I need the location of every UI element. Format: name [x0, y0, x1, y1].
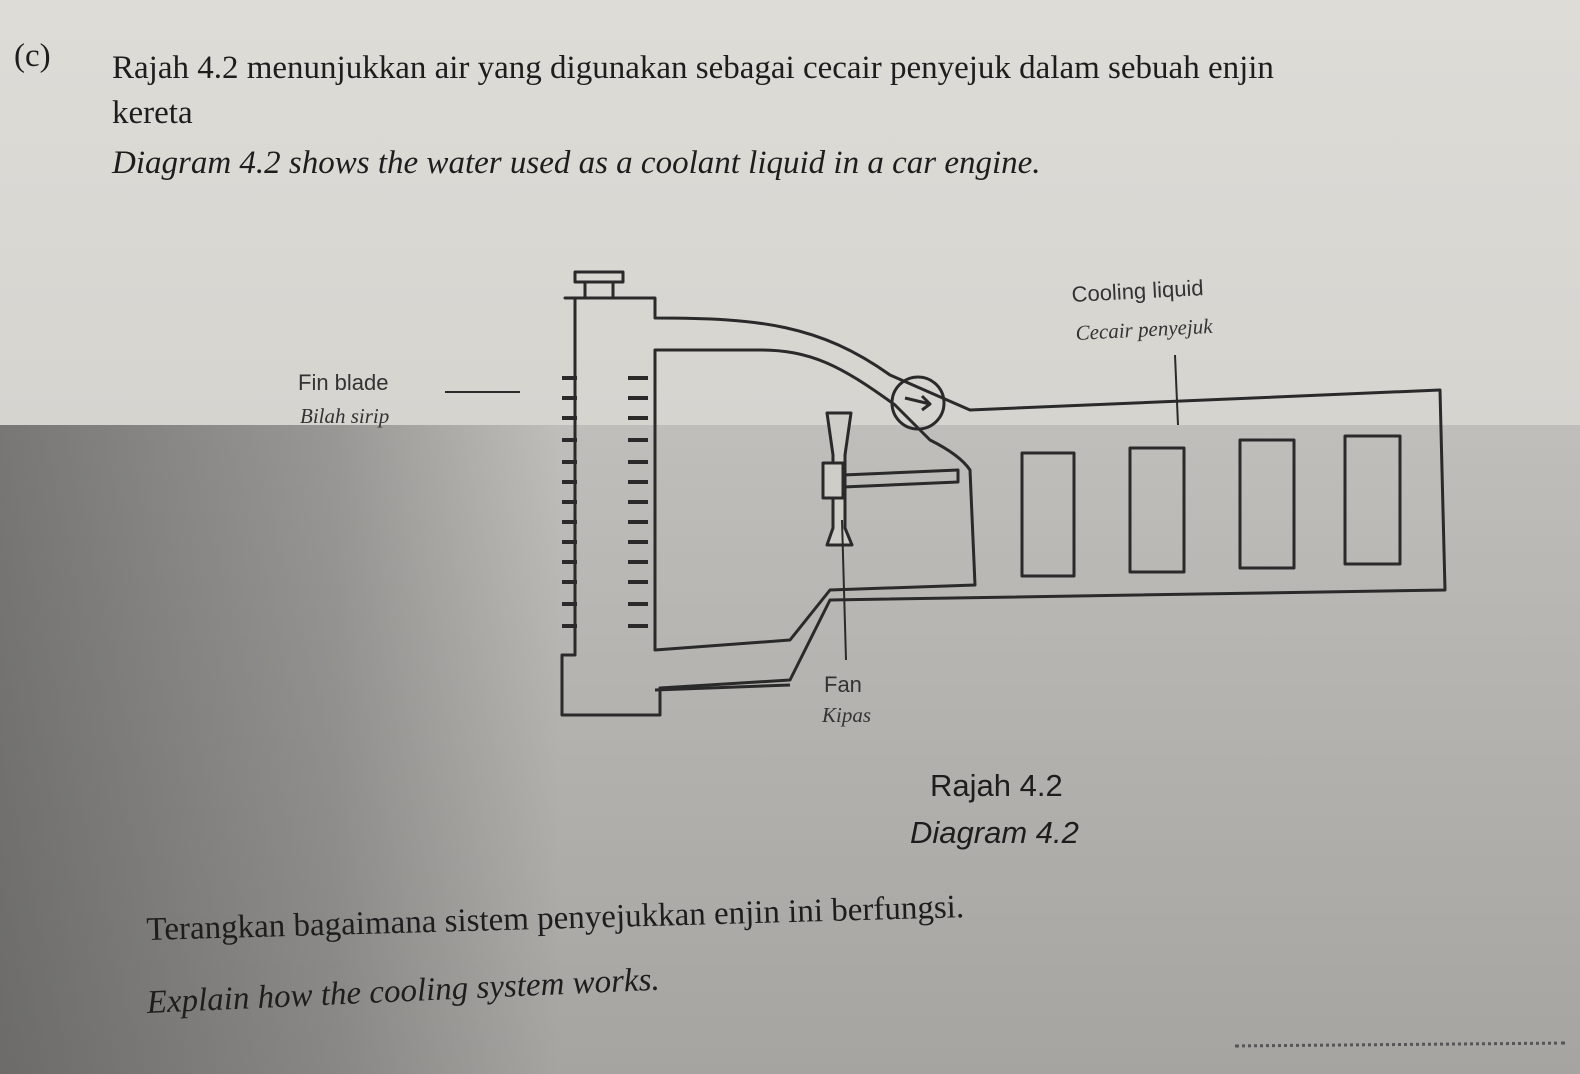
cylinder-4	[1343, 434, 1402, 566]
label-fan-en: Fan	[824, 672, 862, 697]
fin-blades	[562, 376, 648, 628]
label-fin-blade-en: Fin blade	[298, 370, 389, 395]
water-pump	[890, 375, 946, 431]
leader-fan	[841, 519, 847, 661]
label-cooling-liquid-en: Cooling liquid	[1071, 275, 1204, 307]
question-label: (c)	[14, 38, 51, 74]
cylinder-1	[1020, 451, 1076, 578]
cylinder-2	[1128, 446, 1186, 574]
diagram-caption-ms: Rajah 4.2	[930, 768, 1063, 803]
diagram-caption-en: Diagram 4.2	[910, 815, 1079, 850]
fan-shaft	[842, 468, 960, 489]
radiator-cap	[573, 270, 625, 284]
intro-malay-line1: Rajah 4.2 menunjukkan air yang digunakan…	[112, 50, 1274, 86]
inner-core	[653, 348, 977, 652]
radiator-outline	[560, 296, 1447, 717]
label-fan-ms: Kipas	[821, 703, 871, 727]
intro-malay-line2: kereta	[112, 95, 193, 131]
label-fin-blade-ms: Bilah sirip	[300, 404, 389, 428]
label-cooling-liquid-ms: Cecair penyejuk	[1075, 314, 1214, 345]
intro-english: Diagram 4.2 shows the water used as a co…	[112, 145, 1041, 181]
cylinder-3	[1238, 438, 1296, 570]
radiator-neck	[583, 282, 615, 298]
lower-hose	[654, 683, 791, 692]
fan-hub	[821, 461, 845, 500]
leader-cooling-liquid	[1174, 354, 1179, 426]
